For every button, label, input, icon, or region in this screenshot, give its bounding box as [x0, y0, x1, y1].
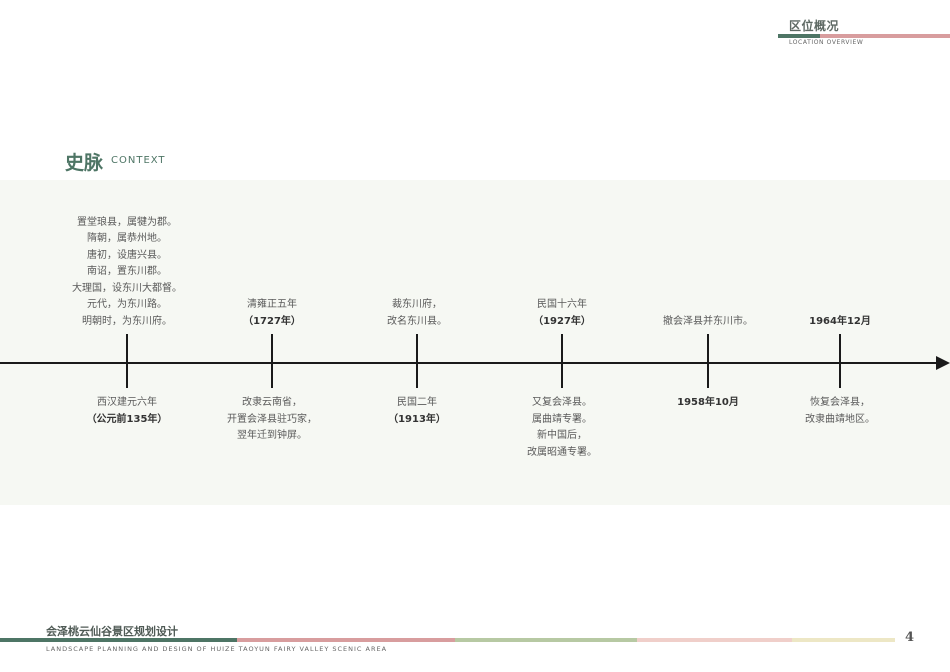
timeline-tick — [416, 334, 418, 362]
timeline-event-above: 1964年12月 — [809, 314, 871, 331]
section-subtitle: CONTEXT — [111, 155, 166, 166]
timeline-event-above: 撤会泽县并东川市。 — [663, 314, 753, 331]
event-text-line: 翌年迁到钟屏。 — [237, 430, 307, 441]
timeline-tick — [271, 364, 273, 388]
timeline-tick — [707, 364, 709, 388]
event-date: 1964年12月 — [809, 315, 871, 327]
timeline-tick — [416, 364, 418, 388]
event-text-line: 属曲靖专署。 — [532, 413, 592, 425]
event-text-line: 又复会泽县。 — [532, 397, 592, 408]
timeline-event-below: 1958年10月 — [677, 395, 739, 412]
header-bar-pink — [820, 34, 950, 38]
timeline-tick — [561, 364, 563, 388]
event-text-line: 元代，为东川路。 — [87, 299, 167, 310]
event-text-line: 裁东川府， — [392, 299, 442, 310]
timeline-event-above: 裁东川府， 改名东川县。 — [387, 297, 447, 330]
event-date: （1913年） — [388, 413, 446, 425]
footer-bar-segment — [455, 638, 637, 642]
event-text-line: 清雍正五年 — [247, 299, 297, 310]
footer-bar-segment — [637, 638, 792, 642]
event-text-line: 改隶云南省， — [242, 397, 302, 408]
event-date: （1727年） — [243, 315, 301, 327]
timeline-axis — [0, 362, 940, 364]
timeline-event-below: 又复会泽县。属曲靖专署。新中国后， 改属昭通专署。 — [527, 395, 597, 461]
timeline-tick — [839, 364, 841, 388]
footer-bar-segment — [237, 638, 455, 642]
page-number: 4 — [905, 630, 915, 645]
timeline-tick — [707, 334, 709, 362]
event-text-line: 西汉建元六年 — [97, 397, 157, 408]
footer-title: 会泽桃云仙谷景区规划设计 — [46, 625, 178, 638]
event-text-line: 民国十六年 — [537, 299, 587, 310]
timeline-tick — [271, 334, 273, 362]
header-bar-green — [778, 34, 820, 38]
timeline-tick — [126, 334, 128, 362]
event-text-line: 恢复会泽县， — [810, 397, 870, 408]
event-date: （公元前135年） — [86, 413, 168, 425]
timeline-event-below: 改隶云南省， 开置会泽县驻巧家， 翌年迁到钟屏。 — [227, 395, 317, 445]
timeline-event-below: 西汉建元六年 （公元前135年） — [87, 395, 168, 428]
header-subtitle: Location Overview — [789, 39, 864, 46]
event-text-line: 唐初，设唐兴县。 — [87, 249, 167, 261]
timeline-tick — [126, 364, 128, 388]
event-date: （1927年） — [533, 315, 591, 327]
event-text-line: 明朝时，为东川府。 — [82, 315, 172, 327]
timeline-tick — [839, 334, 841, 362]
timeline-tick — [561, 334, 563, 362]
event-text-line: 置堂琅县，属犍为郡。 — [77, 216, 177, 228]
section-title: 史脉 — [65, 152, 104, 174]
event-text-line: 撤会泽县并东川市。 — [663, 315, 753, 327]
timeline-panel — [0, 180, 950, 505]
footer-bar-segment — [0, 638, 237, 642]
event-text-line: 民国二年 — [397, 397, 437, 408]
footer-bar-segment — [792, 638, 895, 642]
event-text-line: 开置会泽县驻巧家， — [227, 413, 317, 425]
timeline-event-above: 民国十六年 （1927年） — [533, 297, 591, 330]
footer-subtitle: Landscape Planning and Design of Huize T… — [46, 645, 388, 653]
event-text-line: 改属昭通专署。 — [527, 446, 597, 458]
timeline-event-above: 清雍正五年 （1727年） — [243, 297, 301, 330]
event-text-line: 新中国后， — [537, 430, 587, 441]
event-text-line: 南诏，置东川郡。 — [87, 266, 167, 277]
timeline-event-above: 置堂琅县，属犍为郡。隋朝，属恭州地。唐初，设唐兴县。南诏，置东川郡。大理国，设东… — [72, 215, 182, 331]
timeline-event-below: 恢复会泽县， 改隶曲靖地区。 — [805, 395, 875, 428]
event-text-line: 隋朝，属恭州地。 — [87, 233, 167, 244]
timeline-event-below: 民国二年 （1913年） — [388, 395, 446, 428]
event-date: 1958年10月 — [677, 397, 739, 408]
header-title: 区位概况 — [789, 19, 840, 33]
timeline-arrow-icon — [936, 356, 950, 370]
event-text-line: 大理国，设东川大都督。 — [72, 282, 182, 294]
event-text-line: 改名东川县。 — [387, 315, 447, 327]
event-text-line: 改隶曲靖地区。 — [805, 413, 875, 425]
